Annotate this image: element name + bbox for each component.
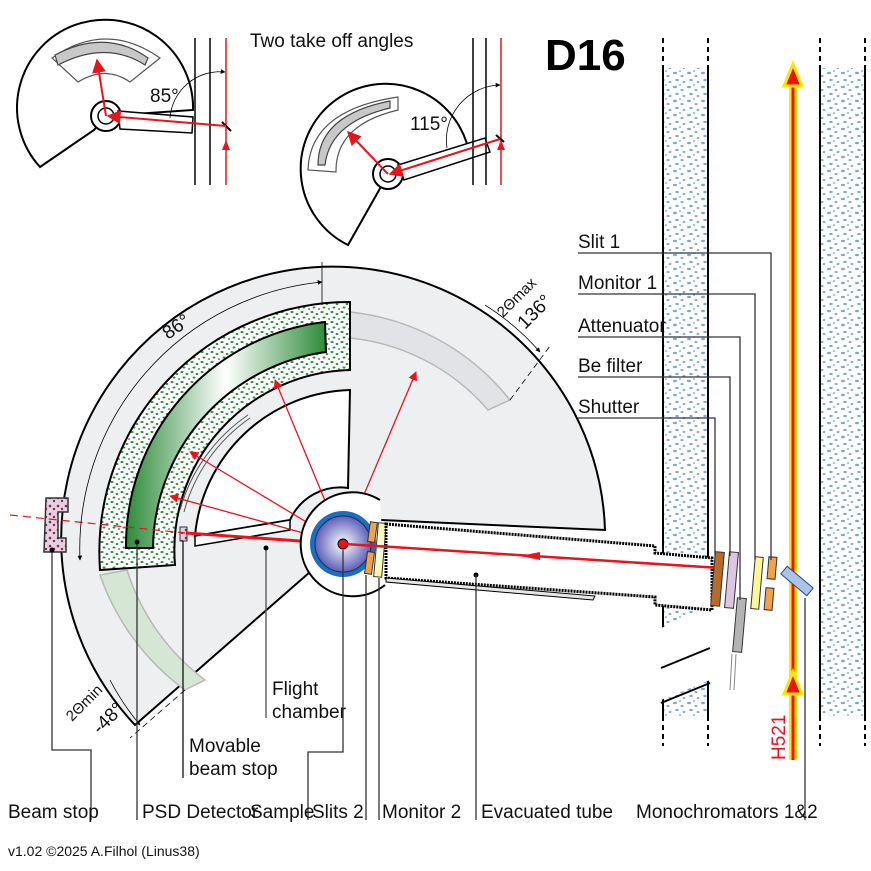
label-attenuator: Attenuator [578,316,666,337]
footer-credit: v1.02 ©2025 A.Filhol (Linus38) [8,843,200,859]
label-monitor1: Monitor 1 [578,273,657,294]
inset2-beam [388,138,501,177]
inset2-diffracted [347,130,389,175]
incident-beam-arrow [520,552,540,560]
label-monitor2: Monitor 2 [382,802,461,823]
inset-115: 115° [299,38,505,247]
label-chamber: chamber [272,702,347,723]
beamline-elements [710,551,814,691]
inset1-diffracted [92,58,107,117]
beam-stop-dot [49,547,55,553]
monitor-1 [750,556,764,610]
label-slit1: Slit 1 [578,232,620,253]
inset1-angle: 85° [150,86,179,107]
attenuator-arrow2 [733,653,737,691]
label-flight: Flight [272,679,319,700]
max-arc [484,304,541,353]
wall-cut-line1 [660,647,711,669]
label-slits2: Slits 2 [312,802,364,823]
inset2-monochromator [495,134,505,143]
slit1-lower [763,587,775,611]
inset2-detector [317,100,391,166]
inset2-detector-frame [307,96,399,173]
inset2-angle-arc [446,82,501,149]
label-shutter: Shutter [578,397,640,418]
slit2-lower [363,550,376,575]
leader-be-filter [578,376,731,556]
evacuated-tube [344,522,721,612]
guide-arrow-top [781,60,805,88]
inset2-angle: 115° [410,114,448,135]
label-beam-stop-movable: beam stop [189,759,278,780]
leader-slit1 [578,252,772,560]
inset2-beam-arrow [497,140,505,150]
shutter [710,551,725,607]
label-monochromators: Monochromators 1&2 [636,802,818,823]
guide-label: H521 [769,715,790,760]
max-guide [509,345,551,401]
wall-cutout [661,608,710,700]
slit2-upper [367,521,378,544]
label-beam-stop: Beam stop [8,802,99,823]
span-arc [77,280,323,561]
guide-beam: H521 [769,60,805,760]
psd-dot [134,539,140,545]
attenuator [732,597,747,653]
slit1-upper [766,556,778,580]
wall-cut-line2 [660,682,711,704]
flight-chamber-dot [263,545,269,551]
subtitle: Two take off angles [250,31,413,52]
leader-beam-stop [51,552,92,820]
tube-support [385,577,596,601]
shielding-walls [660,38,866,746]
inset1-beam [106,110,227,127]
leader-monitor1 [578,293,756,560]
leader-sample [307,550,344,820]
right-leaders [578,252,772,600]
wall-right [820,68,865,716]
leader-attenuator [578,336,741,600]
attenuator-arrow1 [729,653,733,691]
be-filter [724,551,739,609]
min-arc [109,679,141,726]
label-movable: Movable [189,736,261,757]
min-guide [129,689,186,739]
label-psd-detector: PSD Detector [142,802,259,823]
title: D16 [545,31,626,80]
inset1-monochromator [221,121,232,132]
guide-arrow-bottom [781,668,805,696]
inset1-detector [54,41,149,66]
detector-max-position [349,311,512,411]
inset1-angle-arc [169,69,226,119]
inset1-beam-arrow [222,140,230,150]
label-be-filter: Be filter [578,356,643,377]
label-evacuated-tube: Evacuated tube [481,802,613,823]
monochromator [780,565,814,597]
leader-shutter [578,417,716,556]
monitor-2 [373,522,387,578]
label-sample: Sample [250,802,314,823]
inset-85: 85° [16,18,232,185]
bottom-leaders [51,540,806,820]
